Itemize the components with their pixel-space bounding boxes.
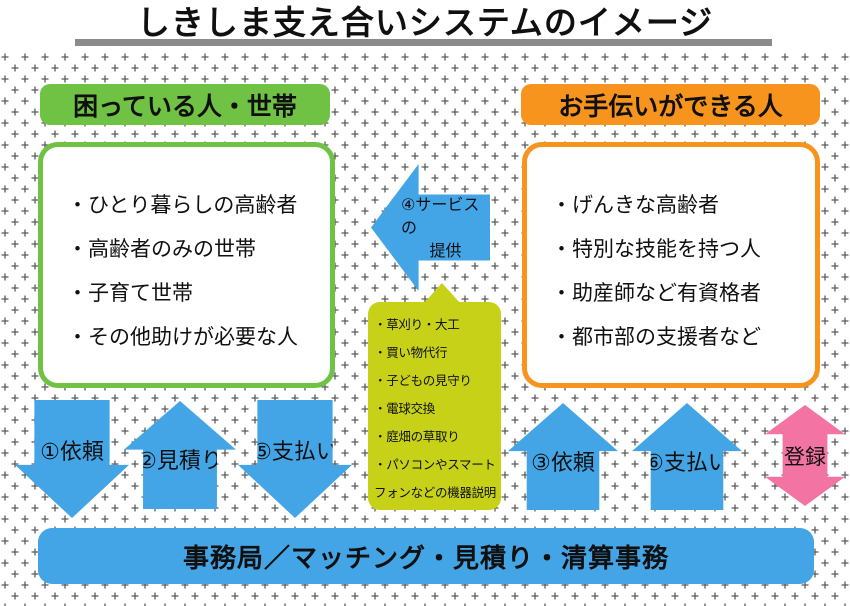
panel-people-who-can-help: ・げんきな高齢者・特別な技能を持つ人・助産師など有資格者・都市部の支援者など <box>522 142 820 388</box>
arrow-estimate-2-up-icon: ②見積り <box>124 401 236 509</box>
arrow-register-both-icon: 登録 <box>765 405 845 506</box>
list-item: ・その他助けが必要な人 <box>67 325 298 349</box>
list-item: ・パソコンやスマートフォンなどの機器説明 <box>374 457 497 500</box>
list-item: ・庭畑の草取り <box>374 429 460 444</box>
service-arrow-label-line2: 提供 <box>429 241 462 260</box>
list-item: ・子どもの見守り <box>374 373 472 388</box>
list-item: ・買い物代行 <box>374 345 448 360</box>
page-title: しきしま支え合いシステムのイメージ <box>136 3 714 42</box>
arrow-payment-5-down-icon: ⑤支払い <box>238 400 352 518</box>
panel-people-in-need: ・ひとり暮らしの高齢者・高齢者のみの世帯・子育て世帯・その他助けが必要な人 <box>38 142 335 388</box>
arrow-payment-6-up-icon: ⑥支払い <box>632 403 742 510</box>
bubble-pointer-icon <box>424 283 460 303</box>
list-item: ・草刈り・大工 <box>374 317 460 332</box>
service-provision-arrow-icon: ④サービスの 提供 <box>371 164 490 291</box>
header-people-in-need: 困っている人・世帯 <box>40 84 330 125</box>
arrow-request-3-up-icon: ③依頼 <box>508 403 618 510</box>
list-item: ・助産師など有資格者 <box>551 281 761 305</box>
arrow-request-1-down-icon: ①依頼 <box>15 400 129 518</box>
list-item: ・高齢者のみの世帯 <box>67 237 256 261</box>
list-item: ・都市部の支援者など <box>551 325 761 349</box>
office-function-bar: 事務局／マッチング・見積り・清算事務 <box>38 528 814 584</box>
list-item: ・電球交換 <box>374 401 436 416</box>
list-item: ・子育て世帯 <box>67 281 193 305</box>
service-arrow-label-line1: ④サービスの <box>401 195 480 237</box>
list-item: ・げんきな高齢者 <box>551 193 719 217</box>
list-item: ・特別な技能を持つ人 <box>551 237 761 261</box>
services-list-bubble: ・草刈り・大工・買い物代行・子どもの見守り・電球交換・庭畑の草取り・パソコンやス… <box>368 283 501 510</box>
list-item: ・ひとり暮らしの高齢者 <box>67 193 298 217</box>
header-people-who-can-help: お手伝いができる人 <box>521 84 820 125</box>
title-underline <box>75 39 772 46</box>
